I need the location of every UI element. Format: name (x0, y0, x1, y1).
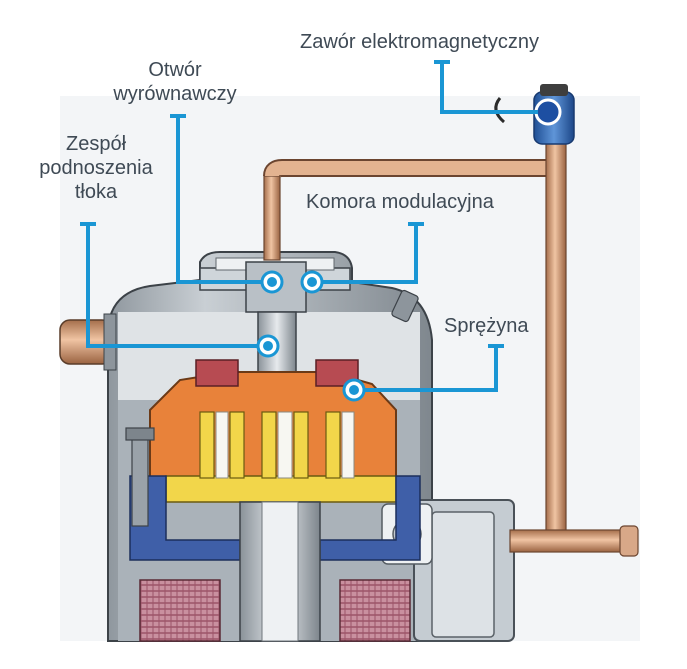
label-modulation-chamber: Komora modulacyjna (306, 191, 494, 213)
label-line: Otwór (148, 59, 202, 81)
discharge-fitting (391, 289, 419, 323)
crankshaft (239, 501, 321, 642)
orbiting-scroll (165, 411, 397, 503)
motor-winding (139, 579, 411, 642)
bypass-pipe (263, 141, 639, 557)
label-line: wyrównawczy (113, 83, 237, 105)
leader-lines (80, 60, 538, 392)
leader-chamber (312, 222, 424, 284)
leader-spring (354, 344, 504, 392)
leader-hole (170, 114, 272, 284)
leader-markers (256, 270, 366, 402)
label-line: podnoszenia (39, 157, 153, 179)
label-solenoid-valve: Zawór elektromagnetyczny (300, 31, 539, 53)
label-line: Zespół (65, 133, 127, 155)
label-equalizing-hole: Otwór wyrównawczy (100, 58, 250, 106)
label-spring: Sprężyna (444, 315, 529, 337)
label-piston-lift-assembly: Zespół podnoszenia tłoka (36, 132, 156, 204)
leader-valve (434, 60, 538, 114)
bolt (125, 427, 155, 527)
leader-piston (80, 222, 268, 348)
label-line: tłoka (74, 181, 118, 203)
suction-fitting (59, 313, 117, 371)
